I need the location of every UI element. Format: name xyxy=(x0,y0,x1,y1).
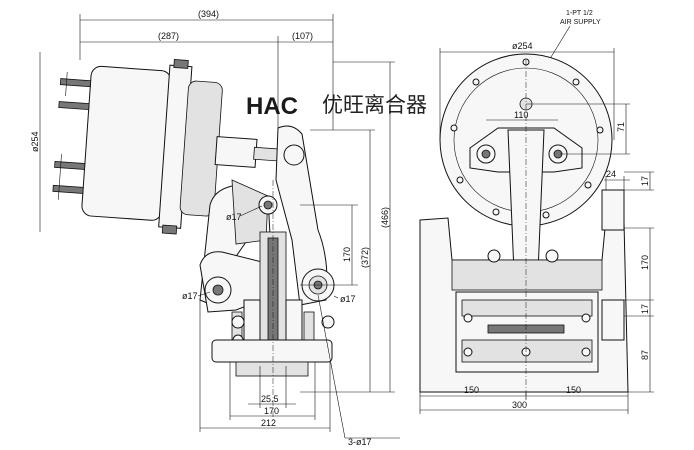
dim-front-dia: ø254 xyxy=(512,41,533,51)
dim-front-87: 87 xyxy=(640,350,650,360)
dim-front-170: 170 xyxy=(640,255,650,270)
brand-logo: HAC 优旺离合器 xyxy=(246,93,427,120)
brand-name: 优旺离合器 xyxy=(322,93,427,117)
dim-pin-left: ø17 xyxy=(182,291,198,301)
dim-170-base: 170 xyxy=(264,406,279,416)
front-view: 1-PT 1/2 AIR SUPPLY ø254 xyxy=(419,10,654,414)
bolt-row xyxy=(52,72,92,200)
dim-front-300: 300 xyxy=(512,400,527,410)
holes-callout: 3-ø17 xyxy=(348,437,372,447)
dim-pin-right: ø17 xyxy=(340,294,356,304)
dim-overall-width: (394) xyxy=(198,9,219,19)
dim-actuator: (287) xyxy=(158,31,179,41)
dim-front-17-top: 17 xyxy=(640,176,650,186)
dim-front-24: 24 xyxy=(606,169,616,179)
brand-logo-letters: HAC xyxy=(246,93,298,120)
dim-front-17-bottom: 17 xyxy=(640,304,650,314)
bolt-circle xyxy=(450,58,604,219)
dim-pin-top: ø17 xyxy=(226,212,242,222)
dim-front-71: 71 xyxy=(616,122,626,132)
dim-25-5: 25.5 xyxy=(261,394,279,404)
dim-arm: (107) xyxy=(292,31,313,41)
air-supply-line1: 1-PT 1/2 xyxy=(566,10,593,17)
dim-front-110: 110 xyxy=(514,110,528,120)
dim-height-mid: (372) xyxy=(360,247,370,268)
dim-170-vertical: 170 xyxy=(342,247,352,262)
dim-height-total: (466) xyxy=(380,207,390,228)
dim-212: 212 xyxy=(261,418,276,428)
dim-front-150-left: 150 xyxy=(464,385,479,395)
dim-front-150-right: 150 xyxy=(566,385,581,395)
air-supply-line2: AIR SUPPLY xyxy=(560,19,601,26)
side-view: (394) (287) (107) ø254 xyxy=(30,9,400,447)
dim-actuator-dia: ø254 xyxy=(30,131,40,152)
